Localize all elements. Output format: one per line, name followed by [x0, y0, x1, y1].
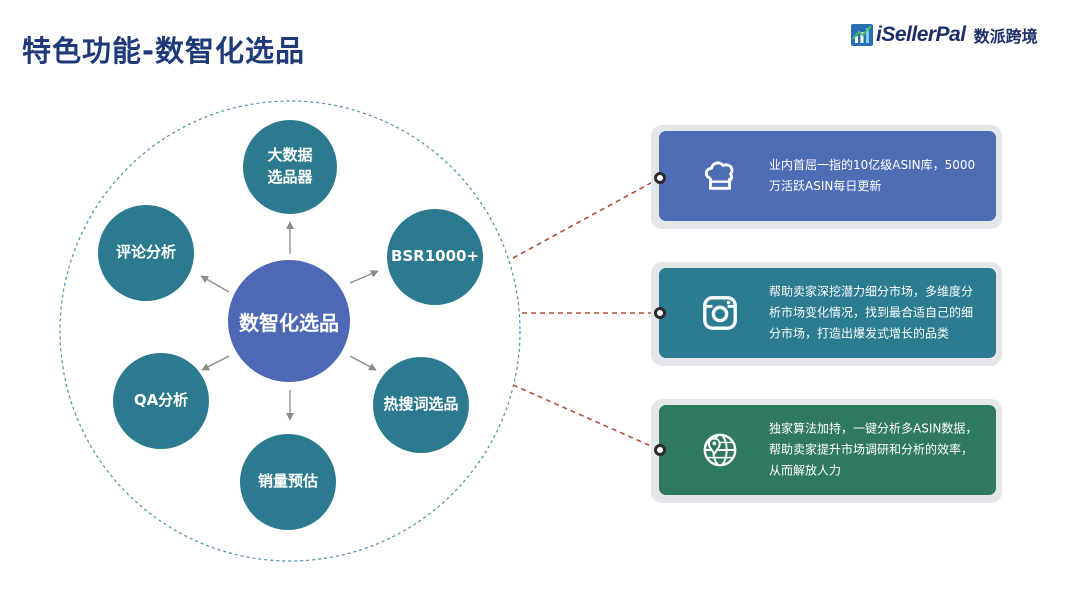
feature-card-3: 独家算法加持，一键分析多ASIN数据，帮助卖家提升市场调研和分析的效率，从而解放…: [651, 399, 1002, 503]
feature-card-3-text: 独家算法加持，一键分析多ASIN数据，帮助卖家提升市场调研和分析的效率，从而解放…: [769, 421, 978, 478]
feature-node-sales-estimate[interactable]: 销量预估: [240, 434, 336, 530]
feature-node-label: QA分析: [133, 391, 189, 410]
page-title: 特色功能-数智化选品: [22, 34, 306, 68]
globe-location-icon: [703, 433, 737, 467]
feature-node-big-data[interactable]: 大数据 选品器: [243, 120, 337, 214]
feature-node-bsr[interactable]: BSR1000+: [387, 209, 483, 305]
feature-node-review[interactable]: 评论分析: [98, 205, 194, 301]
arrow-to-node-4: [201, 355, 230, 371]
connectors: [512, 177, 661, 451]
feature-card-1: 业内首屈一指的10亿级ASIN库，5000万活跃ASIN每日更新: [651, 125, 1002, 229]
connector-port-2: [654, 307, 666, 319]
feature-node-hot-search[interactable]: 热搜词选品: [373, 357, 469, 453]
feature-node-label: 热搜词选品: [383, 395, 459, 414]
feature-card-2: 帮助卖家深挖潜力细分市场，多维度分析市场变化情况，找到最合适自己的细分市场，打造…: [651, 262, 1002, 366]
chef-hat-icon: [704, 161, 734, 190]
feature-card-2-body: 帮助卖家深挖潜力细分市场，多维度分析市场变化情况，找到最合适自己的细分市场，打造…: [659, 268, 996, 358]
feature-node-label: 销量预估: [257, 472, 318, 491]
connector-card-3: [512, 384, 661, 451]
feature-node-label: 大数据 选品器: [267, 146, 313, 186]
feature-card-1-body: 业内首屈一指的10亿级ASIN库，5000万活跃ASIN每日更新: [659, 131, 996, 221]
feature-card-3-body: 独家算法加持，一键分析多ASIN数据，帮助卖家提升市场调研和分析的效率，从而解放…: [659, 405, 996, 495]
bar-chart-logo-icon: [851, 24, 873, 46]
connector-port-3: [654, 444, 666, 456]
outer-dashed-ring: [59, 100, 521, 562]
connector-port-1: [654, 172, 666, 184]
brand-name-cn: 数派跨境: [973, 27, 1038, 46]
center-node[interactable]: 数智化选品: [228, 260, 350, 382]
camera-icon: [703, 296, 737, 330]
brand-name: iSellerPal: [876, 23, 966, 46]
feature-node-qa[interactable]: QA分析: [113, 353, 209, 449]
feature-card-1-text: 业内首屈一指的10亿级ASIN库，5000万活跃ASIN每日更新: [769, 158, 976, 193]
arrow-to-node-5: [200, 275, 230, 293]
arrow-to-node-2: [349, 355, 377, 371]
feature-node-label: 评论分析: [115, 243, 176, 262]
spoke-arrows: [200, 221, 379, 421]
brand-logo: iSellerPal 数派跨境: [850, 22, 1038, 48]
feature-node-label: BSR1000+: [390, 247, 480, 266]
arrow-to-node-1: [349, 270, 379, 284]
center-node-label: 数智化选品: [239, 310, 339, 335]
feature-card-2-text: 帮助卖家深挖潜力细分市场，多维度分析市场变化情况，找到最合适自己的细分市场，打造…: [769, 284, 974, 341]
connector-card-1: [512, 177, 661, 259]
